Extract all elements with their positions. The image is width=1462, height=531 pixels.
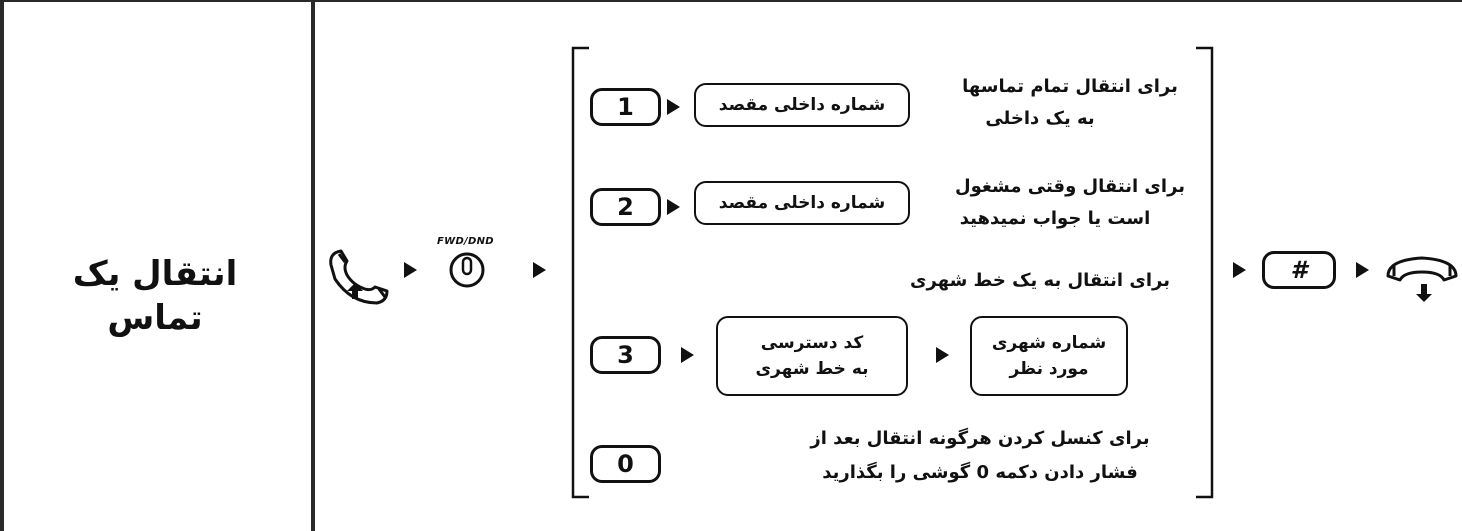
flow-arrow xyxy=(681,347,694,363)
flow-arrow xyxy=(533,262,546,278)
extension-number-box: شماره داخلی مقصد xyxy=(694,181,910,225)
flow-arrow xyxy=(936,347,949,363)
handset-lift-icon xyxy=(329,249,389,305)
city-number-box: شماره شهری مورد نظر xyxy=(970,316,1128,396)
flow-arrow xyxy=(1356,262,1369,278)
option-2-desc-line-2: است یا جواب نمیدهید xyxy=(959,208,1151,229)
option-1-desc-line-2: به یک داخلی xyxy=(985,108,1095,129)
trunk-access-code-line-1: کد دسترسی xyxy=(760,333,864,353)
row-title: انتقال یک تماس xyxy=(72,254,238,338)
key-2[interactable]: 2 xyxy=(590,188,661,226)
option-0-desc-line-1: برای کنسل کردن هرگونه انتقال بعد از xyxy=(810,428,1150,449)
extension-number-box: شماره داخلی مقصد xyxy=(694,83,910,127)
option-1-desc-line-1: برای انتقال تمام تماسها xyxy=(962,76,1178,97)
key-hash[interactable]: # xyxy=(1262,251,1336,289)
option-2-desc-line-1: برای انتقال وقتی مشغول xyxy=(954,176,1186,197)
options-bracket-right xyxy=(1196,46,1214,499)
option-0-desc-line-2: فشار دادن دکمه 0 گوشی را بگذارید xyxy=(822,462,1138,483)
trunk-access-code-line-2: به خط شهری xyxy=(755,359,869,379)
city-number-line-1: شماره شهری xyxy=(991,333,1107,353)
option-3-heading: برای انتقال به یک خط شهری xyxy=(910,270,1170,291)
handset-hangup-icon xyxy=(1386,256,1458,302)
fwd-dnd-button-icon xyxy=(449,252,485,288)
options-bracket-left xyxy=(571,46,589,499)
key-1[interactable]: 1 xyxy=(590,88,661,126)
city-number-line-2: مورد نظر xyxy=(1009,359,1089,379)
column-divider xyxy=(311,0,315,531)
flow-arrow xyxy=(404,262,417,278)
flow-arrow xyxy=(667,99,680,115)
trunk-access-code-box: کد دسترسی به خط شهری xyxy=(716,316,908,396)
flow-arrow xyxy=(667,199,680,215)
fwd-dnd-label: FWD/DND xyxy=(437,236,494,247)
flow-arrow xyxy=(1233,262,1246,278)
key-3[interactable]: 3 xyxy=(590,336,661,374)
key-0[interactable]: 0 xyxy=(590,445,661,483)
